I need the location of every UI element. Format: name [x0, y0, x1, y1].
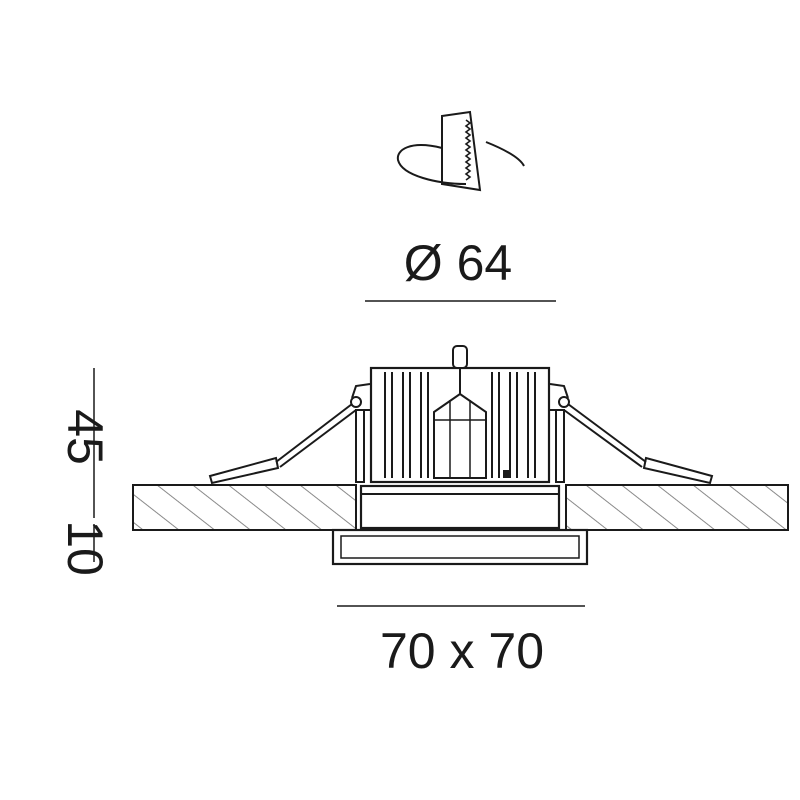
- luminaire-body: [355, 345, 565, 530]
- ceiling-board: [132, 484, 789, 531]
- square-trim-frame: [331, 528, 589, 566]
- frame-size-label: 70 x 70: [380, 623, 544, 679]
- rotation-icon: [396, 110, 525, 192]
- cutout-diameter-label: Ø 64: [404, 235, 512, 291]
- height-above-label: 45: [57, 409, 113, 465]
- left-spring-clip: [208, 383, 371, 485]
- height-below-label: 10: [57, 520, 113, 576]
- right-spring-clip: [549, 383, 714, 485]
